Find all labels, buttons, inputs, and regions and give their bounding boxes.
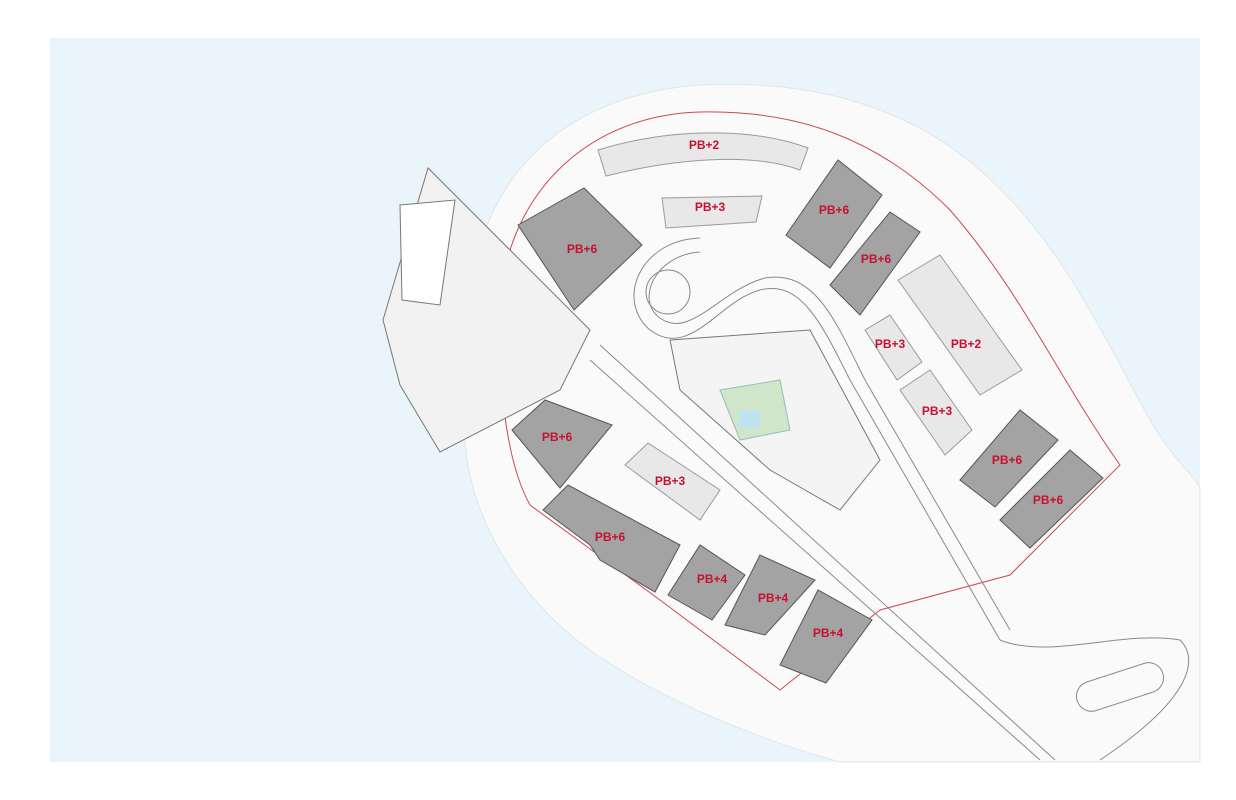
diagonal-road	[589, 359, 1041, 761]
west-building	[399, 199, 456, 306]
plot-label: PB+4	[758, 591, 789, 605]
building-plot-15	[724, 554, 816, 636]
plot-label: PB+6	[992, 453, 1023, 467]
plot-label: PB+4	[813, 626, 844, 640]
building-plot-3	[517, 187, 643, 311]
plot-label: PB+3	[695, 200, 726, 214]
plot-label: PB+3	[655, 474, 686, 488]
roundabout	[645, 269, 691, 315]
plot-label: PB+6	[861, 252, 892, 266]
plot-label: PB+6	[595, 530, 626, 544]
building-plot-5	[829, 211, 921, 316]
building-plot-13	[542, 484, 681, 593]
building-plot-16	[779, 589, 873, 684]
building-plot-10	[999, 449, 1104, 549]
plot-label: PB+3	[875, 337, 906, 351]
plot-label: PB+6	[819, 203, 850, 217]
pool	[738, 410, 760, 428]
building-plot-7	[897, 254, 1023, 396]
plot-label: PB+3	[922, 404, 953, 418]
plot-label: PB+2	[689, 138, 720, 152]
building-plot-6	[864, 314, 923, 381]
diagonal-road-2	[599, 344, 1056, 761]
building-plot-14	[667, 544, 746, 621]
building-plot-8	[899, 369, 973, 456]
building-plot-4	[785, 159, 883, 269]
building-plot-1	[597, 132, 809, 177]
plot-label: PB+2	[951, 337, 982, 351]
plot-label: PB+6	[542, 430, 573, 444]
building-plot-9	[959, 409, 1059, 508]
building-plot-11	[511, 399, 613, 489]
building-plot-2	[661, 195, 763, 229]
plot-label: PB+6	[567, 242, 598, 256]
plot-label: PB+4	[697, 572, 728, 586]
plot-label: PB+6	[1033, 493, 1064, 507]
road-loop	[633, 237, 1001, 641]
parking-oval	[1075, 662, 1165, 712]
road-loop-inner	[648, 251, 1011, 631]
east-road	[999, 637, 1190, 761]
building-plot-12	[624, 442, 721, 521]
plot-boundary-outer	[499, 111, 1121, 691]
